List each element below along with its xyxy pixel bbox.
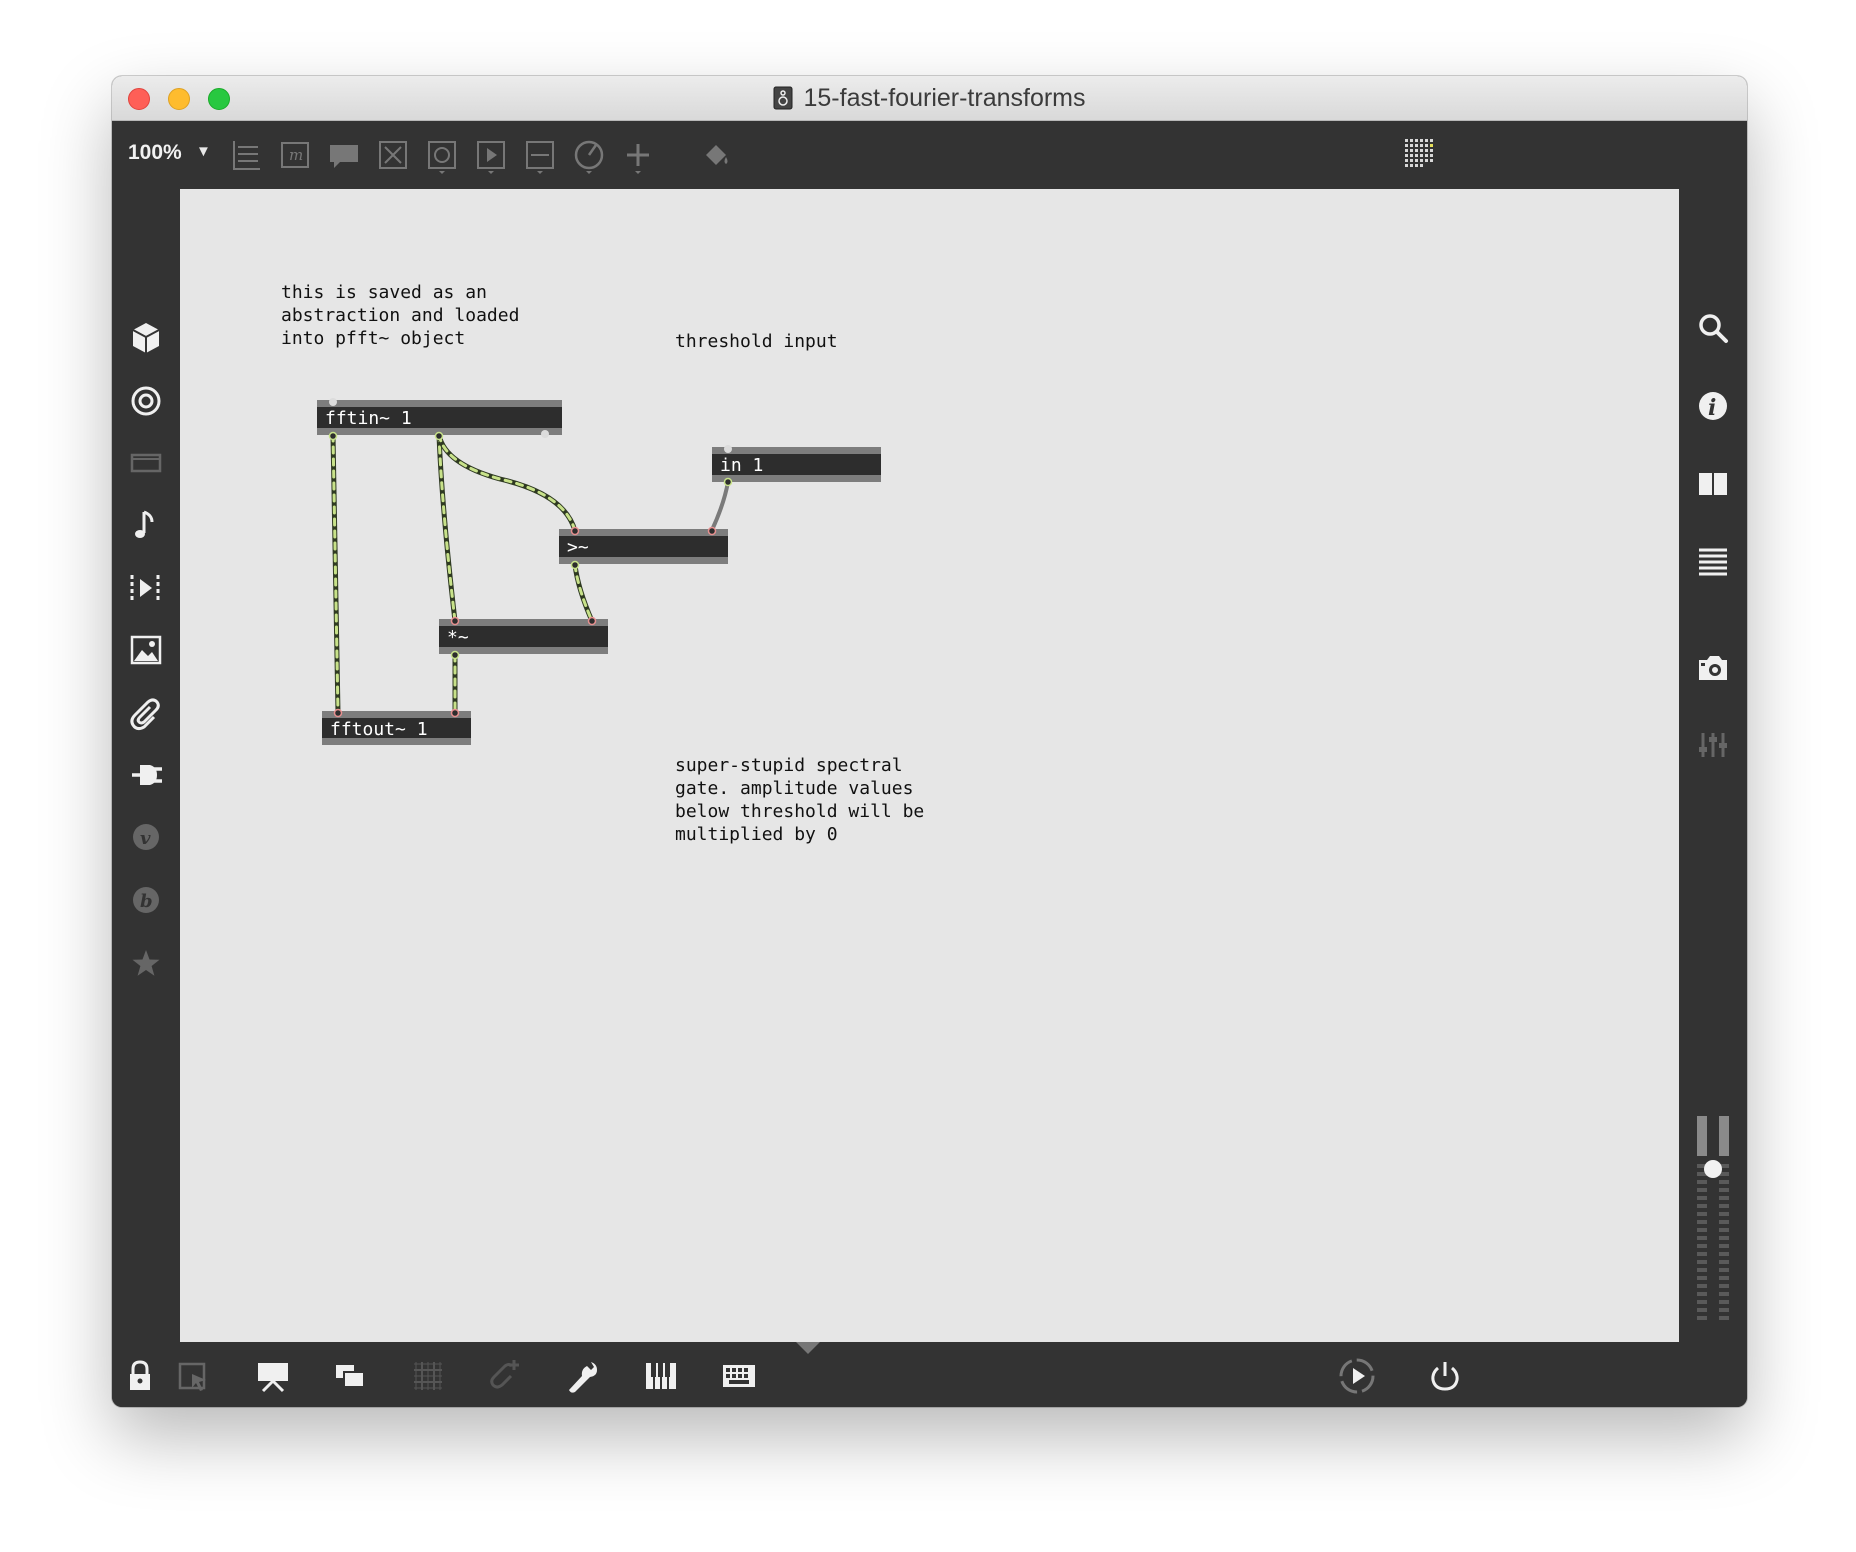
attach-icon[interactable]	[483, 1354, 527, 1398]
gte-object-label: >~	[567, 537, 589, 558]
fftout-object[interactable]: fftout~ 1	[322, 711, 471, 745]
add-icon[interactable]	[618, 135, 658, 175]
patcher-canvas[interactable]: this is saved as an abstraction and load…	[180, 189, 1679, 1342]
patcher-window: 15-fast-fourier-transforms 100% ▼ m	[112, 76, 1747, 1407]
grid-dots-icon[interactable]	[1401, 135, 1441, 175]
cube-icon[interactable]	[124, 316, 168, 360]
zoom-level[interactable]: 100%	[128, 141, 182, 164]
top-toolbar: 100% ▼ m	[112, 121, 1747, 189]
image-icon[interactable]	[124, 628, 168, 672]
slider-icon[interactable]	[520, 135, 560, 175]
comment-icon[interactable]	[324, 135, 364, 175]
close-window-button[interactable]	[128, 88, 150, 110]
minimize-window-button[interactable]	[168, 88, 190, 110]
mul-object[interactable]: *~	[439, 619, 608, 654]
svg-text:v: v	[140, 828, 151, 849]
chevron-down-icon[interactable]	[786, 1342, 830, 1386]
fftout-object-label: fftout~ 1	[330, 719, 428, 740]
threshold-comment[interactable]: threshold input	[675, 331, 838, 352]
right-sidebar: i	[1679, 189, 1747, 1342]
document-icon	[773, 86, 793, 110]
grid-icon[interactable]	[406, 1354, 450, 1398]
svg-text:m: m	[289, 146, 303, 164]
patch-cord[interactable]	[710, 480, 730, 532]
select-icon[interactable]	[172, 1354, 216, 1398]
windows-icon[interactable]	[328, 1354, 372, 1398]
in-object[interactable]: in 1	[712, 447, 881, 482]
in-object-label: in 1	[720, 455, 764, 476]
button-icon[interactable]	[422, 135, 462, 175]
v-icon[interactable]: v	[124, 815, 168, 859]
title-bar: 15-fast-fourier-transforms	[112, 76, 1747, 121]
svg-text:i: i	[1708, 395, 1716, 421]
info-icon[interactable]: i	[1691, 384, 1735, 428]
search-icon[interactable]	[1691, 306, 1735, 350]
keyboard-icon[interactable]	[717, 1354, 761, 1398]
list-icon[interactable]	[1691, 539, 1735, 583]
abstraction-comment[interactable]: this is saved as an abstraction and load…	[281, 282, 520, 349]
patch-cord[interactable]	[572, 562, 595, 624]
mixer-sliders-icon[interactable]	[1691, 723, 1735, 767]
book-icon[interactable]	[1691, 462, 1735, 506]
window-icon[interactable]	[124, 441, 168, 485]
zoom-window-button[interactable]	[208, 88, 230, 110]
toggle-icon[interactable]	[373, 135, 413, 175]
gte-object[interactable]: >~	[559, 529, 728, 564]
svg-text:b: b	[140, 891, 153, 912]
patch-cords	[328, 398, 733, 718]
mul-object-label: *~	[447, 627, 469, 648]
volume-knob[interactable]	[1704, 1160, 1722, 1178]
dial-icon[interactable]	[569, 135, 609, 175]
volume-meter[interactable]	[1693, 1116, 1733, 1331]
window-title: 15-fast-fourier-transforms	[803, 83, 1086, 112]
left-sidebar: v b	[112, 189, 180, 1342]
audio-play-icon[interactable]	[1335, 1354, 1379, 1398]
patch-cord[interactable]	[436, 432, 578, 534]
window-title-wrap: 15-fast-fourier-transforms	[112, 76, 1747, 120]
star-icon[interactable]	[124, 941, 168, 985]
patch-cord[interactable]	[436, 432, 458, 624]
presentation-icon[interactable]	[251, 1354, 295, 1398]
plug-icon[interactable]	[124, 753, 168, 797]
gate-comment[interactable]: super-stupid spectral gate. amplitude va…	[675, 755, 925, 845]
piano-icon[interactable]	[639, 1354, 683, 1398]
new-object-icon[interactable]	[226, 135, 266, 175]
step-play-icon[interactable]	[124, 566, 168, 610]
wrench-icon[interactable]	[561, 1354, 605, 1398]
bottom-toolbar	[112, 1342, 1747, 1407]
target-icon[interactable]	[124, 379, 168, 423]
fftin-object[interactable]: fftin~ 1	[317, 400, 562, 435]
playbar-icon[interactable]	[471, 135, 511, 175]
camera-icon[interactable]	[1691, 646, 1735, 690]
b-icon[interactable]: b	[124, 878, 168, 922]
paint-bucket-icon[interactable]	[696, 135, 736, 175]
zoom-caret-icon[interactable]: ▼	[196, 143, 211, 160]
power-icon[interactable]	[1423, 1354, 1467, 1398]
patch-cord[interactable]	[330, 432, 341, 716]
lock-icon[interactable]	[118, 1354, 162, 1398]
paperclip-icon[interactable]	[124, 691, 168, 735]
music-note-icon[interactable]	[124, 503, 168, 547]
fftin-object-label: fftin~ 1	[325, 408, 412, 429]
message-icon[interactable]: m	[275, 135, 315, 175]
